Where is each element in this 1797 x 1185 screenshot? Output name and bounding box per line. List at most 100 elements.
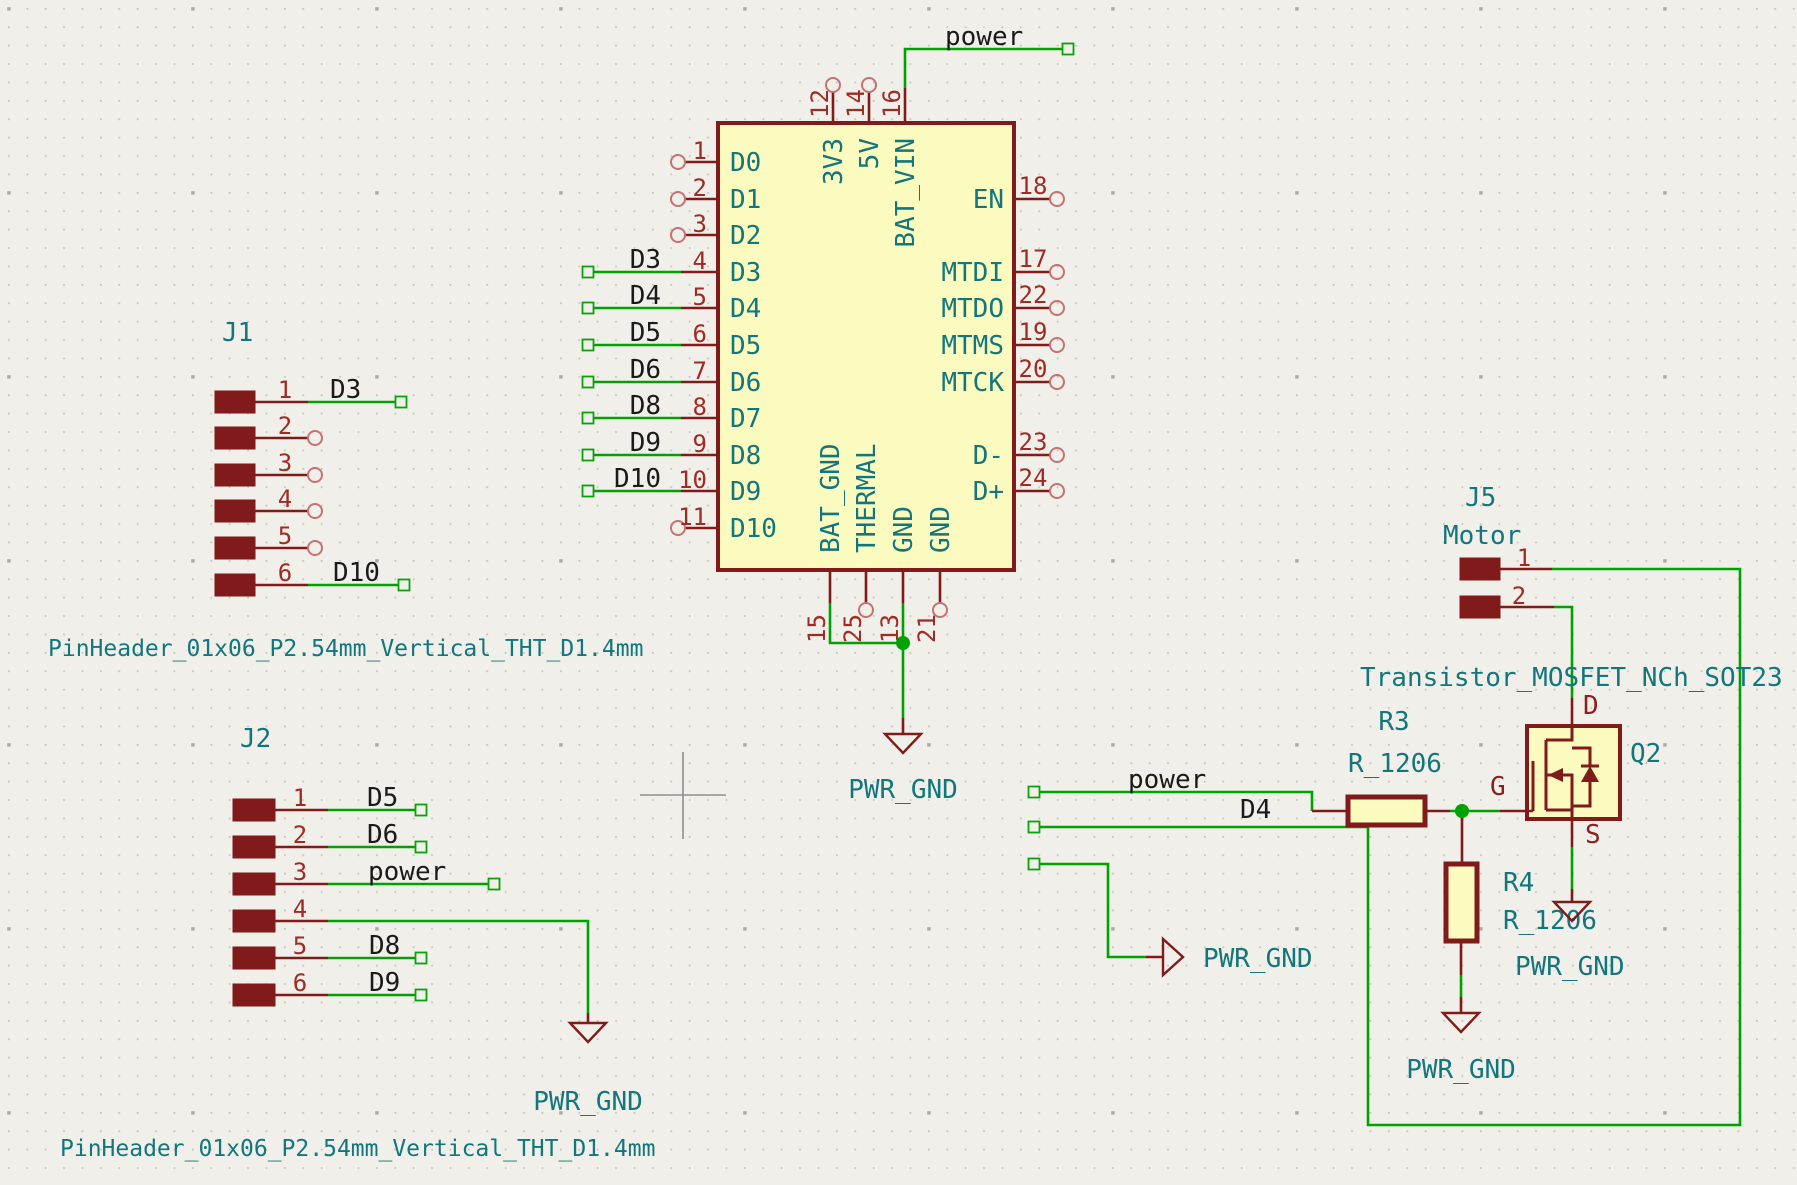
wire-power-right[interactable] (1039, 790, 1314, 811)
net-label-d4[interactable]: D4 (630, 281, 661, 311)
wire-end-icon (581, 265, 595, 279)
pin-unconnected-icon (858, 602, 874, 618)
q2-body-diode-icon (1581, 766, 1599, 782)
net-label-d3[interactable]: D3 (630, 245, 661, 275)
net-label-d5[interactable]: D5 (630, 318, 661, 348)
q2-pin-g-label: G (1490, 772, 1506, 802)
ic-pin-2-number: 2 (693, 174, 707, 202)
gnd-label-j2[interactable]: PWR_GND (533, 1087, 643, 1117)
j1-pad-4[interactable] (214, 499, 256, 523)
net-label-j2-d6[interactable]: D6 (367, 820, 398, 850)
net-label-j1-d3[interactable]: D3 (330, 375, 361, 405)
j5-reference[interactable]: J5 (1465, 483, 1496, 513)
ic-pin-25-name: THERMAL (852, 443, 882, 553)
j1-pad-1[interactable] (214, 390, 256, 414)
j1-reference[interactable]: J1 (222, 318, 253, 348)
wire-end-icon (394, 395, 408, 409)
wire-gnd-batgnd[interactable] (828, 603, 903, 645)
j2-pin-1-number: 1 (293, 784, 307, 812)
j2-pad-4[interactable] (232, 909, 276, 933)
net-label-d6[interactable]: D6 (630, 355, 661, 385)
ic-pin-16-name: BAT_VIN (891, 138, 921, 248)
gnd-symbol-icon[interactable] (882, 732, 924, 755)
gnd-label-ic[interactable]: PWR_GND (848, 775, 958, 805)
wire-power-top[interactable] (903, 47, 1063, 88)
net-label-power-right[interactable]: power (1128, 765, 1206, 795)
net-label-d10[interactable]: D10 (614, 464, 661, 494)
q2-body-diode-wiring (1572, 746, 1592, 808)
r3-body[interactable] (1345, 794, 1428, 828)
r4-body[interactable] (1443, 861, 1480, 944)
j2-pad-6[interactable] (232, 983, 276, 1007)
net-label-j2-d8[interactable]: D8 (369, 931, 400, 961)
net-label-j1-d10[interactable]: D10 (333, 558, 380, 588)
ic-pin-10-number: 10 (678, 466, 707, 494)
ic-pin-19-number: 19 (1019, 318, 1048, 346)
gnd-symbol-sideways-icon[interactable] (1161, 936, 1185, 978)
ic-pin-1-number: 1 (693, 137, 707, 165)
net-label-j2-d5[interactable]: D5 (367, 783, 398, 813)
ic-pin-8-number: 8 (693, 393, 707, 421)
j1-footprint-label[interactable]: PinHeader_01x06_P2.54mm_Vertical_THT_D1.… (48, 636, 643, 662)
r3-reference[interactable]: R3 (1378, 707, 1409, 737)
ic-pin-5-number: 5 (693, 283, 707, 311)
pin-unconnected-icon (861, 77, 877, 93)
r3-value[interactable]: R_1206 (1348, 749, 1442, 779)
wire-motor2-drain[interactable] (1554, 605, 1574, 698)
wire-end-icon (487, 877, 501, 891)
main-ic: 1 D0 2 D1 3 D2 D3 4 D3 D4 5 D4 D5 6 D5 D… (581, 77, 1065, 643)
net-label-power-top[interactable]: power (945, 22, 1023, 52)
q2-value[interactable]: Transistor_MOSFET_NCh_SOT23 (1360, 663, 1783, 693)
j2-pad-1[interactable] (232, 798, 276, 822)
j5-value[interactable]: Motor (1443, 521, 1521, 551)
j1-pin-2-number: 2 (278, 412, 292, 440)
j2-pad-3[interactable] (232, 872, 276, 896)
pin-unconnected-icon (1049, 447, 1065, 463)
gnd-label-r4[interactable]: PWR_GND (1406, 1055, 1516, 1085)
gnd-label-right[interactable]: PWR_GND (1203, 944, 1313, 974)
connector-j2: J2 1 2 3 4 5 6 D5 D6 power D8 D9 PinHead… (60, 724, 655, 1162)
net-label-d9[interactable]: D9 (630, 428, 661, 458)
net-labels: power power D4 (945, 22, 1271, 871)
j2-reference[interactable]: J2 (240, 724, 271, 754)
net-label-j2-power[interactable]: power (368, 857, 446, 887)
j2-pad-2[interactable] (232, 835, 276, 859)
gnd-label-source[interactable]: PWR_GND (1515, 952, 1625, 982)
ic-pin-7-number: 7 (693, 357, 707, 385)
ic-pin-6-number: 6 (693, 320, 707, 348)
gnd-symbol-icon[interactable] (567, 1021, 609, 1044)
net-label-d4-right[interactable]: D4 (1240, 795, 1271, 825)
j1-pad-3[interactable] (214, 463, 256, 487)
gnd-symbol-icon[interactable] (1551, 900, 1593, 923)
j1-pad-2[interactable] (214, 426, 256, 450)
ic-pin-10-name: D9 (730, 477, 761, 507)
ic-pin-9-name: D8 (730, 441, 761, 471)
net-label-d8[interactable]: D8 (630, 391, 661, 421)
ic-pin-13-number: 13 (876, 614, 904, 643)
j1-pad-6[interactable] (214, 573, 256, 597)
ic-pin-8-name: D7 (730, 404, 761, 434)
j2-footprint-label[interactable]: PinHeader_01x06_P2.54mm_Vertical_THT_D1.… (60, 1136, 655, 1162)
q2-reference[interactable]: Q2 (1630, 739, 1661, 769)
gnd-symbol-icon[interactable] (1440, 1011, 1482, 1034)
ic-body[interactable] (716, 121, 1016, 572)
net-label-j2-d9[interactable]: D9 (369, 968, 400, 998)
j5-pad-2[interactable] (1459, 595, 1501, 619)
pin-unconnected-icon (670, 154, 686, 170)
j1-pin-1-number: 1 (278, 376, 292, 404)
ic-pin-2-name: D1 (730, 185, 761, 215)
j5-pad-1[interactable] (1459, 557, 1501, 581)
wire-end-icon (581, 484, 595, 498)
wire-d4-motor-loop[interactable] (1039, 567, 1742, 1127)
wire-end-icon (414, 803, 428, 817)
j2-pin-3-number: 3 (293, 858, 307, 886)
wire-gnd-right[interactable] (1039, 862, 1146, 959)
j2-pad-5[interactable] (232, 946, 276, 970)
j1-pad-5[interactable] (214, 536, 256, 560)
r4-reference[interactable]: R4 (1503, 868, 1534, 898)
wire-end-icon (1061, 42, 1075, 56)
ic-pin-14-number: 14 (842, 89, 870, 118)
wire-j2-pin4-gnd[interactable] (328, 919, 590, 1013)
ic-pin-9-number: 9 (693, 430, 707, 458)
